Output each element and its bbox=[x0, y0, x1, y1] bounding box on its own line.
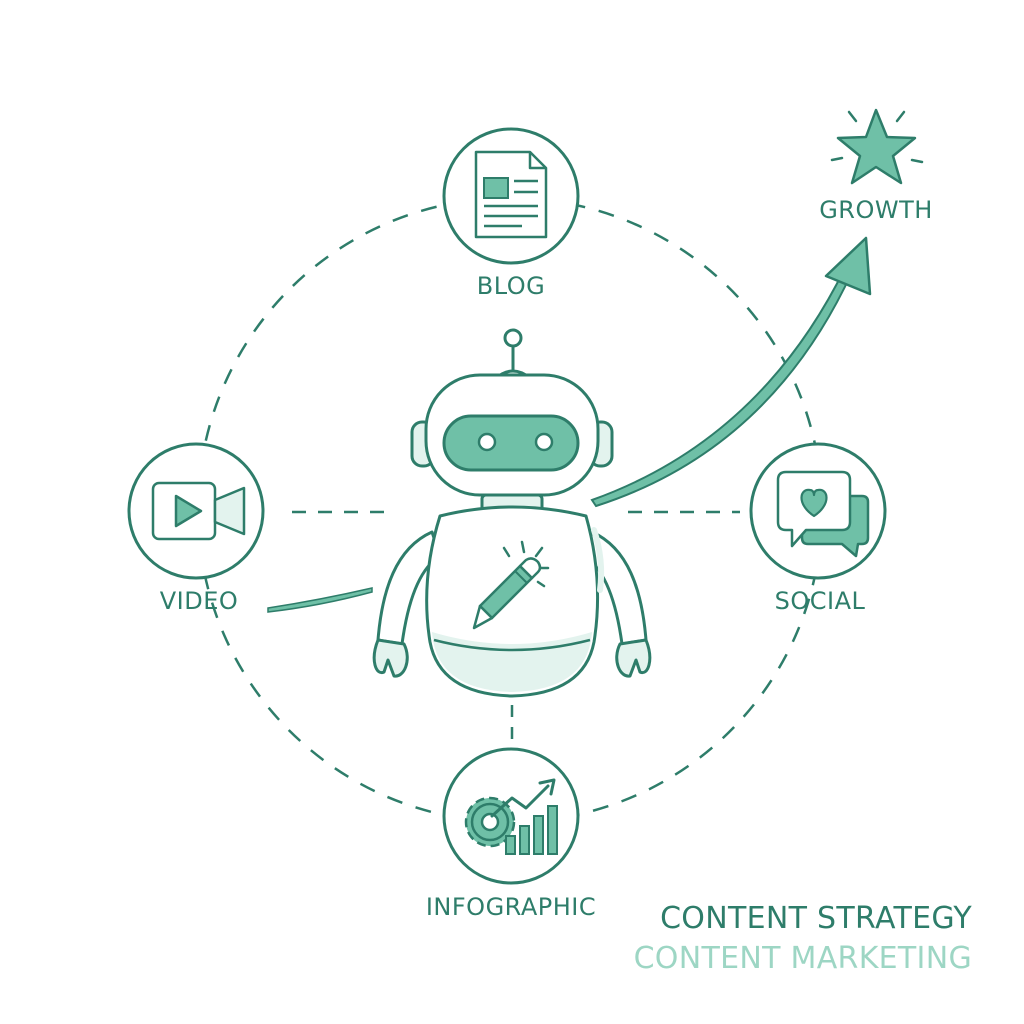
video-node[interactable] bbox=[127, 442, 265, 580]
infographic-label: INFOGRAPHIC bbox=[426, 893, 596, 921]
gear-chart-icon bbox=[464, 778, 558, 855]
social-node[interactable] bbox=[749, 442, 887, 580]
title-content-strategy: CONTENT STRATEGY bbox=[660, 901, 972, 936]
star-icon bbox=[830, 108, 924, 185]
blog-label: BLOG bbox=[477, 272, 545, 300]
growth-arrowhead bbox=[824, 236, 872, 296]
infographic-node[interactable] bbox=[442, 747, 580, 885]
social-label: SOCIAL bbox=[775, 587, 866, 615]
left-swoosh bbox=[267, 587, 373, 613]
pencil-icon bbox=[472, 540, 550, 630]
subtitle-content-marketing: CONTENT MARKETING bbox=[634, 941, 972, 976]
growth-label: GROWTH bbox=[819, 196, 933, 224]
chat-heart-icon bbox=[776, 470, 870, 558]
video-camera-icon bbox=[151, 481, 246, 541]
document-icon bbox=[474, 150, 548, 239]
video-label: VIDEO bbox=[160, 587, 239, 615]
robot-icon bbox=[372, 328, 652, 698]
blog-node[interactable] bbox=[442, 127, 580, 265]
